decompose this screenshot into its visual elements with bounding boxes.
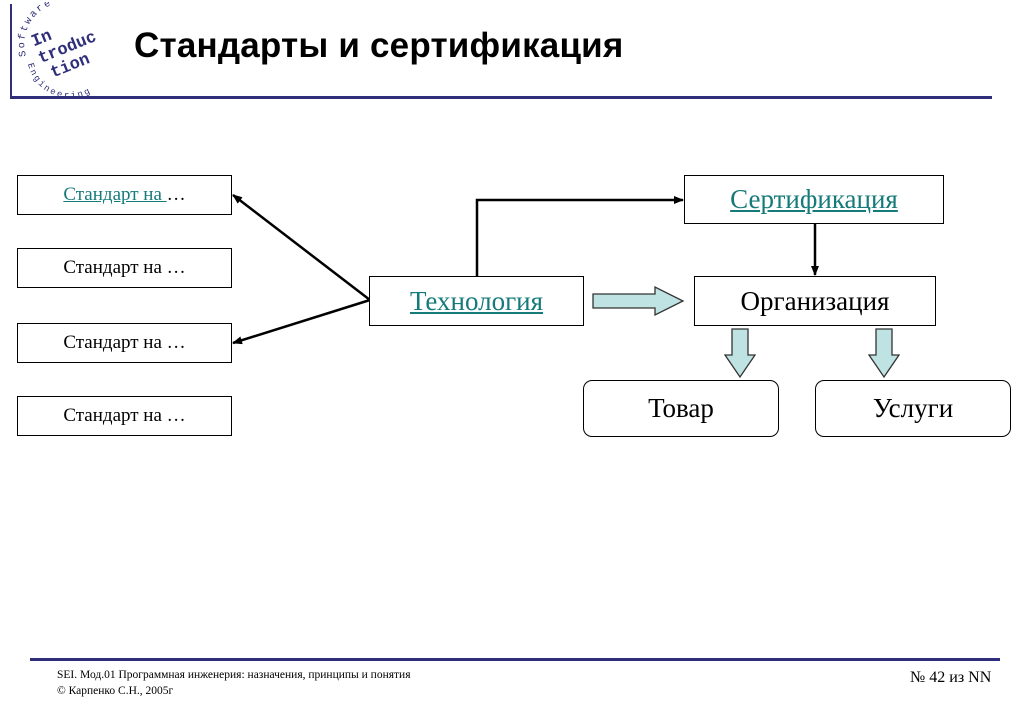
standard-box-1: Стандарт на … (17, 175, 232, 215)
title-divider (10, 96, 992, 99)
block-arrow-organization-to-goods (723, 328, 757, 379)
slide-title: Стандарты и сертификация (134, 26, 624, 65)
page-number: № 42 из NN (910, 669, 992, 686)
organization-box: Организация (694, 276, 936, 326)
footer-divider (30, 658, 1000, 661)
footer-info: SEI. Мод.01 Программная инженерия: назна… (57, 667, 411, 699)
block-arrow-technology-to-organization (592, 285, 685, 317)
arrow-technology-to-certification (475, 196, 684, 276)
footer-copyright: © Карпенко С.Н., 2005г (57, 685, 174, 697)
software-engineering-logo: Software Engineering In troduc tion (10, 2, 100, 100)
block-arrow-organization-to-services (867, 328, 901, 379)
arrow-technology-to-standard-1 (232, 194, 371, 301)
certification-link[interactable]: Сертификация (730, 184, 898, 214)
certification-box: Сертификация (684, 175, 944, 224)
standard-1-link[interactable]: Стандарт на (63, 184, 167, 205)
goods-box: Товар (583, 380, 779, 437)
technology-box: Технология (369, 276, 584, 326)
footer-course: SEI. Мод.01 Программная инженерия: назна… (57, 669, 411, 681)
standard-1-suffix: … (166, 184, 186, 205)
services-box: Услуги (815, 380, 1011, 437)
standard-box-3: Стандарт на … (17, 323, 232, 363)
arrow-technology-to-standard-3 (232, 298, 371, 345)
technology-link[interactable]: Технология (409, 285, 544, 316)
standard-box-2: Стандарт на … (17, 248, 232, 288)
standard-box-4: Стандарт на … (17, 396, 232, 436)
